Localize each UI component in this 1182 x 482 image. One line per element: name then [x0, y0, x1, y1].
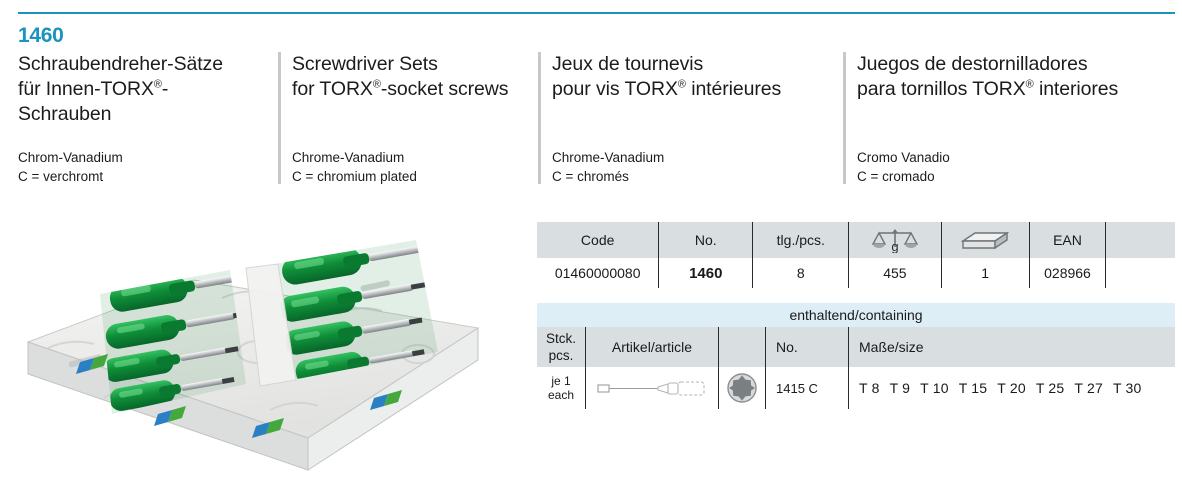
registered-mark: ®	[677, 78, 686, 91]
material-fr: Chrome-Vanadium	[552, 150, 665, 165]
product-title-fr: Jeux de tournevis pour vis TORX® intérie…	[552, 52, 843, 102]
title-line-2-suffix: -socket screws	[380, 78, 509, 100]
cell-packaging: 1	[941, 258, 1030, 288]
cell-pieces: 8	[752, 258, 850, 288]
header-article: Artikel/article	[585, 327, 719, 367]
size-value: T 10	[920, 380, 949, 396]
specification-table: Code No. tlg./pcs. g	[537, 222, 1175, 288]
header-pieces-line1: Stck.	[545, 331, 576, 346]
title-line-2-text: for TORX	[292, 78, 373, 100]
material-info-en: Chrome-Vanadium C = chromium plated	[292, 148, 417, 186]
title-line-1: Schraubendreher-Sätze	[18, 53, 223, 75]
size-value: T 15	[958, 380, 988, 396]
title-line-2-text: für Innen-TORX	[18, 78, 154, 100]
language-columns: Schraubendreher-Sätze für Innen-TORX®- S…	[18, 52, 1168, 192]
size-value: T 8	[859, 380, 880, 396]
containing-band-label: enthaltend/containing	[537, 303, 1175, 327]
containing-band-row: enthaltend/containing	[537, 303, 1175, 327]
size-value: T 9	[889, 380, 911, 396]
svg-text:g: g	[891, 239, 898, 253]
size-value: T 30	[1112, 380, 1142, 396]
header-blank	[1105, 222, 1175, 258]
registered-mark: ®	[1025, 78, 1034, 91]
finish-es: C = cromado	[857, 169, 935, 184]
material-info-es: Cromo Vanadio C = cromado	[857, 148, 950, 186]
header-size: Maße/size	[848, 327, 1175, 367]
title-line-2: pour vis TORX® intérieures	[552, 77, 843, 102]
registered-mark: ®	[372, 78, 381, 91]
material-en: Chrome-Vanadium	[292, 150, 405, 165]
title-line-2-suffix: intérieures	[685, 78, 782, 100]
column-divider	[278, 52, 281, 184]
language-column-es: Juegos de destornilladores para tornillo…	[843, 52, 1168, 188]
column-divider	[538, 52, 541, 184]
size-value: T 20	[997, 380, 1026, 396]
product-title-es: Juegos de destornilladores para tornillo…	[857, 52, 1168, 102]
product-title-de: Schraubendreher-Sätze für Innen-TORX®- S…	[18, 52, 278, 127]
column-divider	[843, 52, 846, 184]
title-line-3: Schrauben	[18, 103, 112, 125]
registered-mark: ®	[153, 78, 162, 91]
title-line-2: para tornillos TORX® interiores	[857, 77, 1168, 102]
balance-scale-grams-icon: g	[849, 227, 940, 253]
cell-pieces-count: je 1 each	[537, 367, 586, 409]
size-value: T 25	[1035, 380, 1065, 396]
header-packaging	[941, 222, 1030, 258]
cell-blank	[1105, 258, 1175, 288]
title-line-2-text: para tornillos TORX	[857, 78, 1026, 100]
header-pieces: tlg./pcs.	[752, 222, 850, 258]
title-line-2: for TORX®-socket screws	[292, 77, 538, 102]
header-icon-column	[718, 327, 766, 367]
screwdriver-outline-icon	[586, 378, 718, 398]
table-data-row: 01460000080 1460 8 455 1 028966	[537, 258, 1175, 288]
top-accent-rule	[18, 12, 1175, 14]
language-column-fr: Jeux de tournevis pour vis TORX® intérie…	[538, 52, 843, 188]
product-title-en: Screwdriver Sets for TORX®-socket screws	[292, 52, 538, 102]
material-es: Cromo Vanadio	[857, 150, 950, 165]
material-info-fr: Chrome-Vanadium C = chromés	[552, 148, 664, 186]
language-column-en: Screwdriver Sets for TORX®-socket screws…	[278, 52, 538, 188]
table-header-row: Code No. tlg./pcs. g	[537, 222, 1175, 258]
size-list: T 8 T 9 T 10 T 15 T 20 T 25 T 27 T 30	[859, 380, 1152, 396]
finish-fr: C = chromés	[552, 169, 629, 184]
containing-header-row: Stck. pcs. Artikel/article No. Maße/size	[537, 327, 1175, 367]
cell-weight: 455	[848, 258, 942, 288]
cell-article-icon	[585, 367, 719, 409]
title-line-2: für Innen-TORX®-	[18, 77, 278, 102]
title-line-2-text: pour vis TORX	[552, 78, 678, 100]
header-weight: g	[848, 222, 942, 258]
material-info-de: Chrom-Vanadium C = verchromt	[18, 148, 123, 186]
title-line-1: Screwdriver Sets	[292, 53, 438, 75]
cell-item-no: 1415 C	[765, 367, 849, 409]
cell-no: 1460	[658, 258, 754, 288]
cell-ean: 028966	[1029, 258, 1107, 288]
title-line-1: Juegos de destornilladores	[857, 53, 1088, 75]
header-ean: EAN	[1029, 222, 1107, 258]
article-number: 1460	[18, 24, 64, 47]
cell-sizes: T 8 T 9 T 10 T 15 T 20 T 25 T 27 T 30	[848, 367, 1175, 409]
finish-de: C = verchromt	[18, 169, 104, 184]
title-line-2-suffix: interiores	[1033, 78, 1119, 100]
header-no: No.	[658, 222, 754, 258]
header-code: Code	[537, 222, 660, 258]
language-column-de: Schraubendreher-Sätze für Innen-TORX®- S…	[18, 52, 278, 188]
torx-star-icon	[719, 371, 765, 405]
packaging-box-icon	[942, 228, 1029, 252]
header-pieces-count: Stck. pcs.	[537, 327, 586, 367]
finish-en: C = chromium plated	[292, 169, 417, 184]
material-de: Chrom-Vanadium	[18, 150, 123, 165]
header-pieces-line2: pcs.	[548, 348, 574, 363]
header-item-no: No.	[765, 327, 849, 367]
cell-code: 01460000080	[537, 258, 660, 288]
title-line-2-suffix: -	[161, 78, 169, 100]
title-line-1: Jeux de tournevis	[552, 53, 704, 75]
size-value: T 27	[1074, 380, 1103, 396]
product-photo	[8, 202, 538, 477]
cell-torx-icon	[718, 367, 766, 409]
containing-table: enthaltend/containing Stck. pcs. Artikel…	[537, 303, 1175, 409]
